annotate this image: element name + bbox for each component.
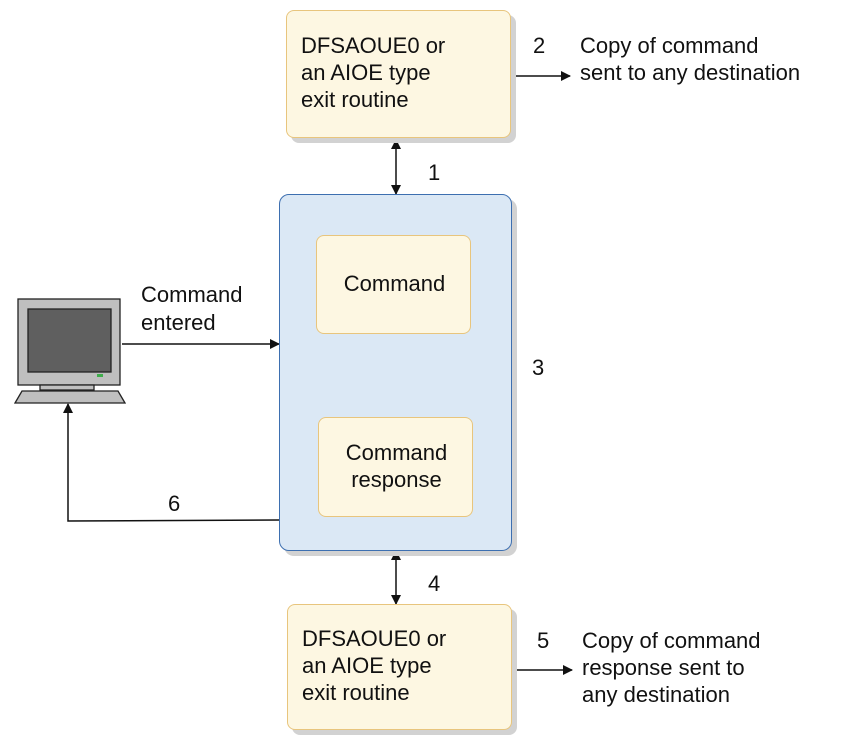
command-entered-label: entered: [141, 310, 216, 335]
exit-routine-line: an AIOE type: [302, 653, 432, 678]
copy-note-bottom: response sent to: [582, 655, 745, 680]
command-box: Command: [316, 235, 471, 334]
command-label: Command: [343, 271, 446, 296]
step-2-label: 2: [533, 33, 546, 58]
step-3-label: 3: [532, 355, 545, 380]
exit-routine-line: DFSAOUE0 or: [302, 626, 447, 651]
copy-note-top: sent to any destination: [580, 60, 801, 85]
copy-note-bottom: any destination: [582, 682, 730, 707]
ims-command-processing-box: Command Command response: [279, 194, 512, 551]
exit-routine-box-top: DFSAOUE0 or an AIOE type exit routine: [286, 10, 511, 138]
command-response-label: response: [351, 467, 442, 492]
step-1-label: 1: [428, 160, 441, 185]
exit-routine-box-bottom: DFSAOUE0 or an AIOE type exit routine: [287, 604, 512, 730]
step-5-label: 5: [537, 628, 550, 653]
copy-note-bottom: Copy of command: [582, 628, 761, 653]
copy-note-top: Copy of command: [580, 33, 759, 58]
command-response-box: Command response: [318, 417, 473, 517]
command-entered-label: Command: [141, 282, 243, 307]
terminal-icon: [14, 298, 126, 404]
exit-routine-line: DFSAOUE0 or: [301, 33, 446, 58]
step-4-label: 4: [428, 571, 441, 596]
exit-routine-line: exit routine: [301, 87, 409, 112]
arrow-6: [63, 403, 280, 522]
exit-routine-line: exit routine: [302, 680, 410, 705]
step-6-label: 6: [168, 491, 181, 516]
exit-routine-line: an AIOE type: [301, 60, 431, 85]
command-response-label: Command: [345, 440, 448, 465]
